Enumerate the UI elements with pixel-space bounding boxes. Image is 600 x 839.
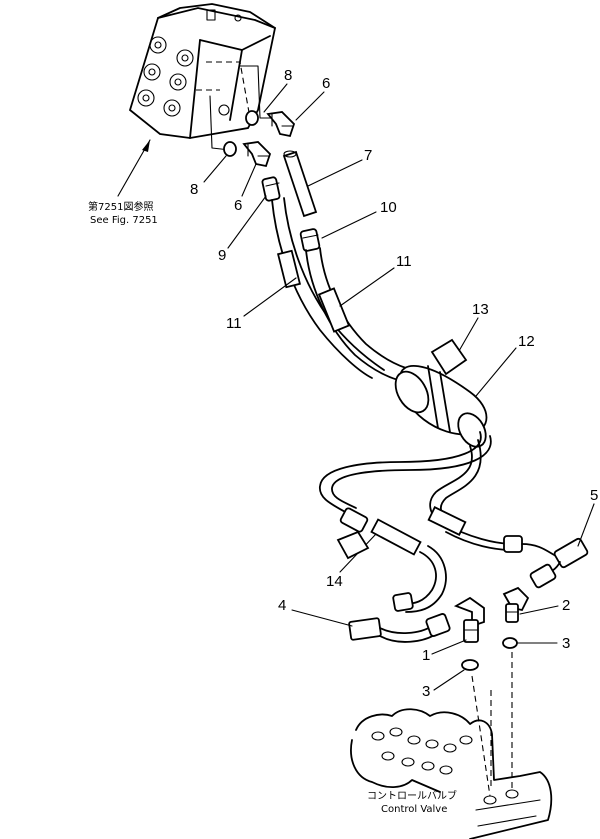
callout-8-lower: 8 [190, 181, 198, 198]
valve-center-lines [471, 652, 513, 797]
hose-sleeve-lower [427, 506, 467, 536]
callout-2: 2 [562, 597, 570, 614]
o-ring-3-left [461, 659, 479, 671]
callout-10: 10 [380, 199, 397, 216]
clamp-14 [336, 530, 370, 560]
o-ring-upper [245, 110, 259, 126]
callout-9: 9 [218, 247, 226, 264]
elbow-upper [266, 111, 296, 138]
hose-sleeve [282, 150, 318, 218]
elbow-lower [242, 141, 272, 168]
callout-12: 12 [518, 333, 535, 350]
callout-13: 13 [472, 301, 489, 318]
callout-1: 1 [422, 647, 430, 664]
ref-arrow [117, 139, 151, 197]
callout-11-left: 11 [226, 315, 242, 332]
o-ring-3-right [502, 637, 518, 649]
callout-11-right: 11 [396, 253, 412, 270]
elbow-2 [502, 586, 530, 623]
callout-7: 7 [364, 147, 372, 164]
callout-3-left: 3 [422, 683, 430, 700]
hose-fitting-left [261, 176, 281, 202]
callout-14: 14 [326, 573, 343, 590]
o-ring-lower [223, 141, 237, 157]
callout-6-lower: 6 [234, 197, 242, 214]
hose-fitting-right [299, 228, 321, 252]
callout-4: 4 [278, 597, 286, 614]
callout-8-upper: 8 [284, 67, 292, 84]
valve-note-jp: コントロールバルブ [367, 789, 457, 802]
hose-4 [348, 613, 451, 643]
ref-note-jp: 第7251図参照 [88, 200, 153, 213]
hose-assembly-14 [339, 507, 447, 613]
ref-note-en: See Fig. 7251 [90, 215, 158, 226]
callout-6-upper: 6 [322, 75, 330, 92]
hose-lower-left [319, 431, 492, 517]
valve-block [128, 3, 277, 139]
hose-left [271, 197, 385, 379]
valve-note-en: Control Valve [381, 804, 447, 815]
callout-5: 5 [590, 487, 598, 504]
swivel-joint [394, 365, 488, 448]
hose-right [305, 247, 407, 381]
hose-lower-right [429, 439, 515, 551]
hose-end-lower-right [503, 535, 523, 553]
callout-3-right: 3 [562, 635, 570, 652]
control-valve [350, 708, 553, 839]
band-13 [430, 338, 468, 376]
elbow-1 [453, 596, 485, 643]
hose-5 [521, 537, 589, 589]
